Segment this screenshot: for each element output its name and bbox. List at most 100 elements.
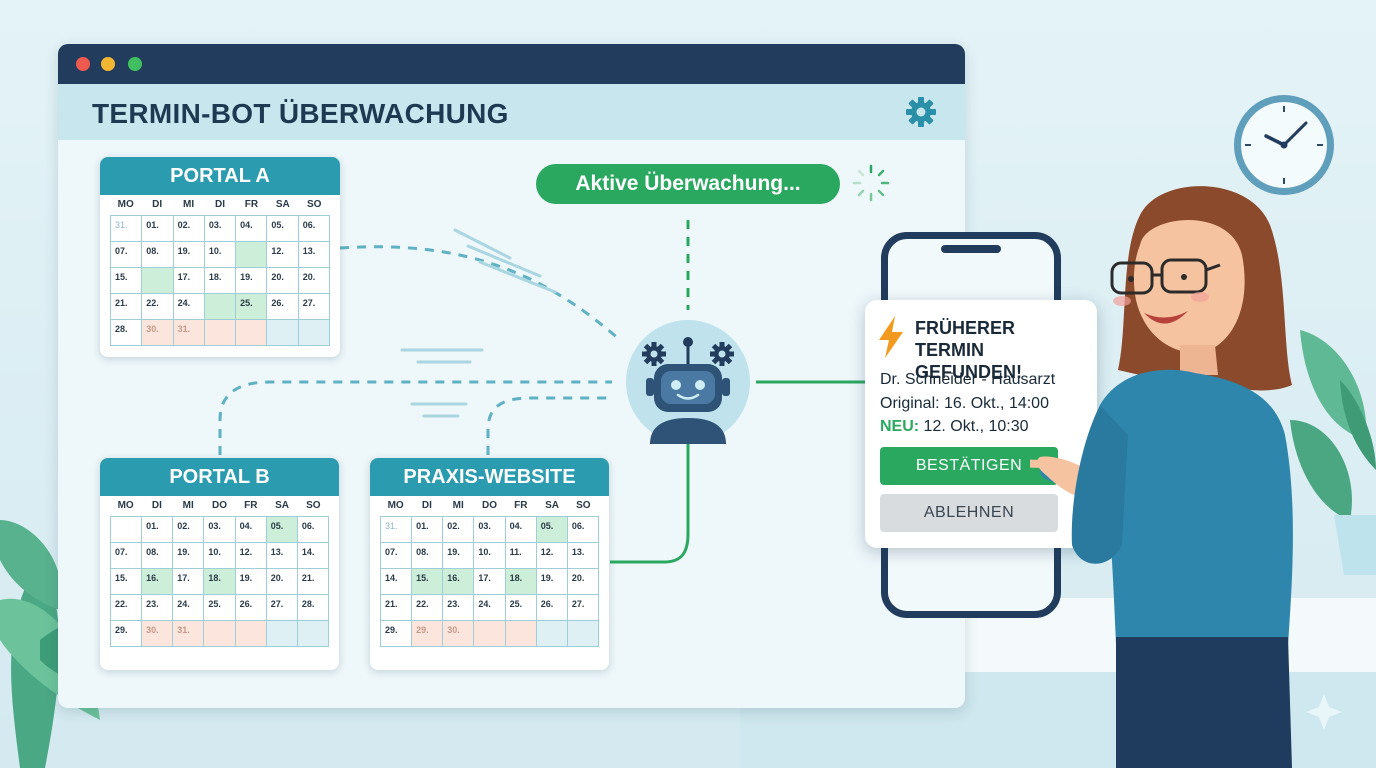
calendar-day-cell[interactable]: 22. [412, 595, 444, 621]
confirm-button[interactable]: BESTÄTIGEN [880, 447, 1058, 485]
calendar-day-cell[interactable]: 04. [505, 517, 537, 543]
calendar-day-cell[interactable]: 27. [567, 595, 599, 621]
calendar-day-cell[interactable]: 19. [173, 242, 205, 268]
calendar-day-cell[interactable]: 08. [142, 242, 174, 268]
calendar-day-cell[interactable]: 15. [111, 569, 143, 595]
calendar-day-cell[interactable]: 20. [567, 569, 599, 595]
calendar-day-cell[interactable]: 01. [142, 517, 174, 543]
calendar-day-cell[interactable] [236, 242, 268, 268]
calendar-day-cell[interactable]: 12. [267, 242, 299, 268]
calendar-day-cell[interactable] [204, 621, 236, 647]
calendar-day-cell[interactable]: 22. [111, 595, 143, 621]
calendar-day-cell[interactable]: 16. [443, 569, 475, 595]
calendar-day-cell[interactable]: 17. [474, 569, 506, 595]
calendar-day-cell[interactable]: 02. [443, 517, 475, 543]
calendar-day-cell[interactable]: 05. [266, 517, 298, 543]
close-window-button[interactable] [76, 57, 90, 71]
calendar-day-cell[interactable]: 13. [266, 543, 298, 569]
calendar-day-cell[interactable]: 24. [173, 595, 205, 621]
calendar-day-cell[interactable]: 17. [173, 268, 205, 294]
calendar-day-cell[interactable]: 07. [381, 543, 413, 569]
calendar-day-cell[interactable]: 30. [443, 621, 475, 647]
calendar-day-cell[interactable]: 15. [412, 569, 444, 595]
calendar-day-cell[interactable] [567, 621, 599, 647]
calendar-day-cell[interactable]: 06. [297, 517, 329, 543]
calendar-day-cell[interactable]: 01. [142, 216, 174, 242]
calendar-day-cell[interactable]: 19. [443, 543, 475, 569]
calendar-day-cell[interactable]: 18. [505, 569, 537, 595]
calendar-day-cell[interactable]: 21. [381, 595, 413, 621]
calendar-day-cell[interactable]: 07. [111, 543, 143, 569]
calendar-day-cell[interactable]: 15. [111, 268, 143, 294]
calendar-day-cell[interactable] [142, 268, 174, 294]
calendar-day-cell[interactable]: 30. [142, 621, 174, 647]
calendar-day-cell[interactable] [505, 621, 537, 647]
calendar-day-cell[interactable]: 27. [266, 595, 298, 621]
calendar-day-cell[interactable]: 02. [173, 517, 205, 543]
calendar-day-cell[interactable]: 10. [474, 543, 506, 569]
calendar-day-cell[interactable]: 03. [204, 216, 237, 242]
calendar-day-cell[interactable]: 06. [567, 517, 599, 543]
calendar-day-cell[interactable]: 10. [204, 543, 236, 569]
minimize-window-button[interactable] [101, 57, 115, 71]
calendar-day-cell[interactable]: 21. [111, 294, 143, 320]
calendar-day-cell[interactable]: 19. [235, 569, 267, 595]
calendar-day-cell[interactable]: 14. [381, 569, 413, 595]
calendar-day-cell[interactable]: 26. [267, 294, 299, 320]
calendar-day-cell[interactable] [204, 320, 237, 346]
calendar-day-cell[interactable]: 29. [111, 621, 143, 647]
calendar-day-cell[interactable]: 08. [142, 543, 174, 569]
calendar-day-cell[interactable]: 04. [235, 517, 267, 543]
calendar-day-cell[interactable] [236, 320, 268, 346]
calendar-day-cell[interactable]: 05. [267, 216, 299, 242]
calendar-day-cell[interactable]: 03. [474, 517, 506, 543]
calendar-day-cell[interactable] [298, 320, 330, 346]
calendar-day-cell[interactable]: 23. [443, 595, 475, 621]
calendar-day-cell[interactable]: 20. [266, 569, 298, 595]
calendar-day-cell[interactable]: 12. [536, 543, 568, 569]
calendar-day-cell[interactable] [536, 621, 568, 647]
calendar-day-cell[interactable]: 03. [204, 517, 236, 543]
calendar-day-cell[interactable]: 20. [298, 268, 330, 294]
calendar-day-cell[interactable]: 26. [235, 595, 267, 621]
calendar-day-cell[interactable]: 01. [412, 517, 444, 543]
maximize-window-button[interactable] [128, 57, 142, 71]
calendar-day-cell[interactable]: 19. [236, 268, 268, 294]
decline-button[interactable]: ABLEHNEN [880, 494, 1058, 532]
calendar-day-cell[interactable]: 31. [173, 621, 205, 647]
gear-icon[interactable] [905, 96, 937, 128]
calendar-day-cell[interactable]: 17. [173, 569, 205, 595]
calendar-day-cell[interactable]: 29. [412, 621, 444, 647]
calendar-day-cell[interactable]: 31. [111, 216, 143, 242]
calendar-day-cell[interactable]: 26. [536, 595, 568, 621]
calendar-day-cell[interactable]: 10. [204, 242, 237, 268]
calendar-day-cell[interactable]: 23. [142, 595, 174, 621]
calendar-day-cell[interactable] [266, 621, 298, 647]
calendar-day-cell[interactable]: 31. [173, 320, 205, 346]
calendar-day-cell[interactable]: 20. [267, 268, 299, 294]
calendar-day-cell[interactable]: 04. [236, 216, 268, 242]
calendar-day-cell[interactable]: 21. [297, 569, 329, 595]
calendar-day-cell[interactable]: 25. [505, 595, 537, 621]
calendar-day-cell[interactable]: 27. [298, 294, 330, 320]
calendar-day-cell[interactable]: 24. [173, 294, 205, 320]
calendar-day-cell[interactable]: 28. [297, 595, 329, 621]
calendar-day-cell[interactable]: 19. [536, 569, 568, 595]
calendar-day-cell[interactable]: 14. [297, 543, 329, 569]
calendar-day-cell[interactable]: 30. [142, 320, 174, 346]
calendar-day-cell[interactable]: 12. [235, 543, 267, 569]
calendar-day-cell[interactable]: 29. [381, 621, 413, 647]
calendar-day-cell[interactable]: 07. [111, 242, 143, 268]
calendar-day-cell[interactable]: 24. [474, 595, 506, 621]
calendar-day-cell[interactable]: 25. [204, 595, 236, 621]
calendar-day-cell[interactable]: 02. [173, 216, 205, 242]
calendar-day-cell[interactable]: 16. [142, 569, 174, 595]
calendar-day-cell[interactable]: 18. [204, 569, 236, 595]
calendar-day-cell[interactable]: 05. [536, 517, 568, 543]
calendar-day-cell[interactable] [474, 621, 506, 647]
calendar-day-cell[interactable] [297, 621, 329, 647]
calendar-day-cell[interactable]: 13. [298, 242, 330, 268]
calendar-day-cell[interactable]: 13. [567, 543, 599, 569]
calendar-day-cell[interactable] [111, 517, 143, 543]
calendar-day-cell[interactable]: 06. [298, 216, 330, 242]
